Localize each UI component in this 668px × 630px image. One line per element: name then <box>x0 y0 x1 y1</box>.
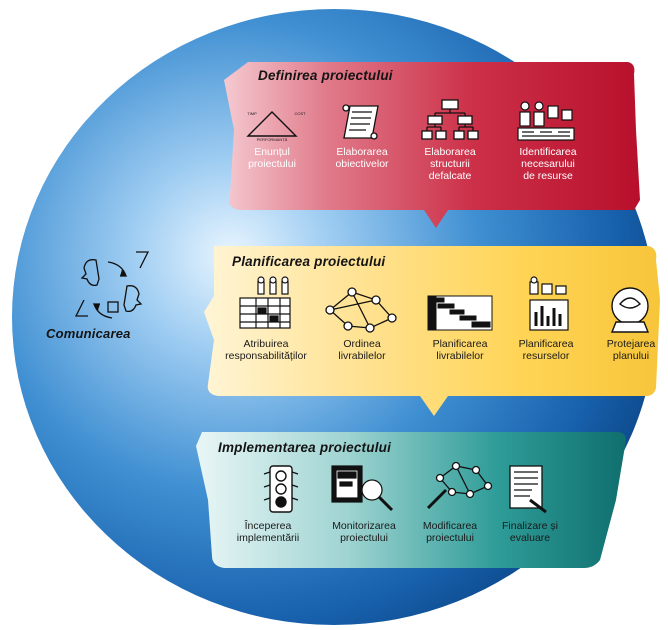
band-definire <box>224 62 640 228</box>
modify-network-icon <box>426 461 493 510</box>
planificare-title: Planificarea proiectului <box>232 254 386 269</box>
traffic-light-icon <box>263 465 299 513</box>
implementare-item-2: Monitorizarea proiectului <box>332 520 396 544</box>
implementare-item-4: Finalizare și evaluare <box>501 520 559 544</box>
gantt-icon <box>427 295 493 331</box>
crystal-ball-icon <box>610 287 650 333</box>
definire-item-2: Elaborarea obiectivelor <box>335 146 389 170</box>
matrix-icon <box>239 276 291 329</box>
definire-title: Definirea proiectului <box>258 68 393 83</box>
implementare-item-1: Începerea implementării <box>236 520 300 544</box>
definire-item-4: Identificarea necesarului de resurse <box>519 146 577 182</box>
planificare-item-2: Ordinea livrabilelor <box>338 338 386 362</box>
scroll-icon <box>342 104 379 140</box>
resource-chart-icon <box>529 276 569 331</box>
org-chart-icon <box>421 99 479 140</box>
comunicare-label: Comunicarea <box>46 326 131 341</box>
network-icon <box>325 287 397 333</box>
planificare-item-3: Planificarea livrabilelor <box>432 338 488 362</box>
monitor-icon <box>331 465 394 512</box>
definire-item-1: Enunțul proiectului <box>248 146 296 170</box>
band-planificare <box>204 246 660 416</box>
implementare-title: Implementarea proiectului <box>218 440 392 455</box>
checklist-icon <box>509 465 547 514</box>
planificare-item-1: Atribuirea responsabilităților <box>225 338 307 362</box>
definire-item-3: Elaborarea structurii defalcate <box>424 146 476 182</box>
comunicare-icon <box>74 251 150 319</box>
implementare-item-3: Modificarea proiectului <box>422 520 478 544</box>
planificare-item-5: Protejarea planului <box>606 338 656 362</box>
resources-icon <box>517 101 575 141</box>
triangle-label-time: TIMP <box>247 111 257 116</box>
triangle-icon <box>246 111 298 137</box>
triangle-label-cost: COST <box>294 111 306 116</box>
planificare-item-4: Planificarea resurselor <box>518 338 574 362</box>
triangle-label-performance: PERFORMANȚĂ <box>256 137 288 142</box>
